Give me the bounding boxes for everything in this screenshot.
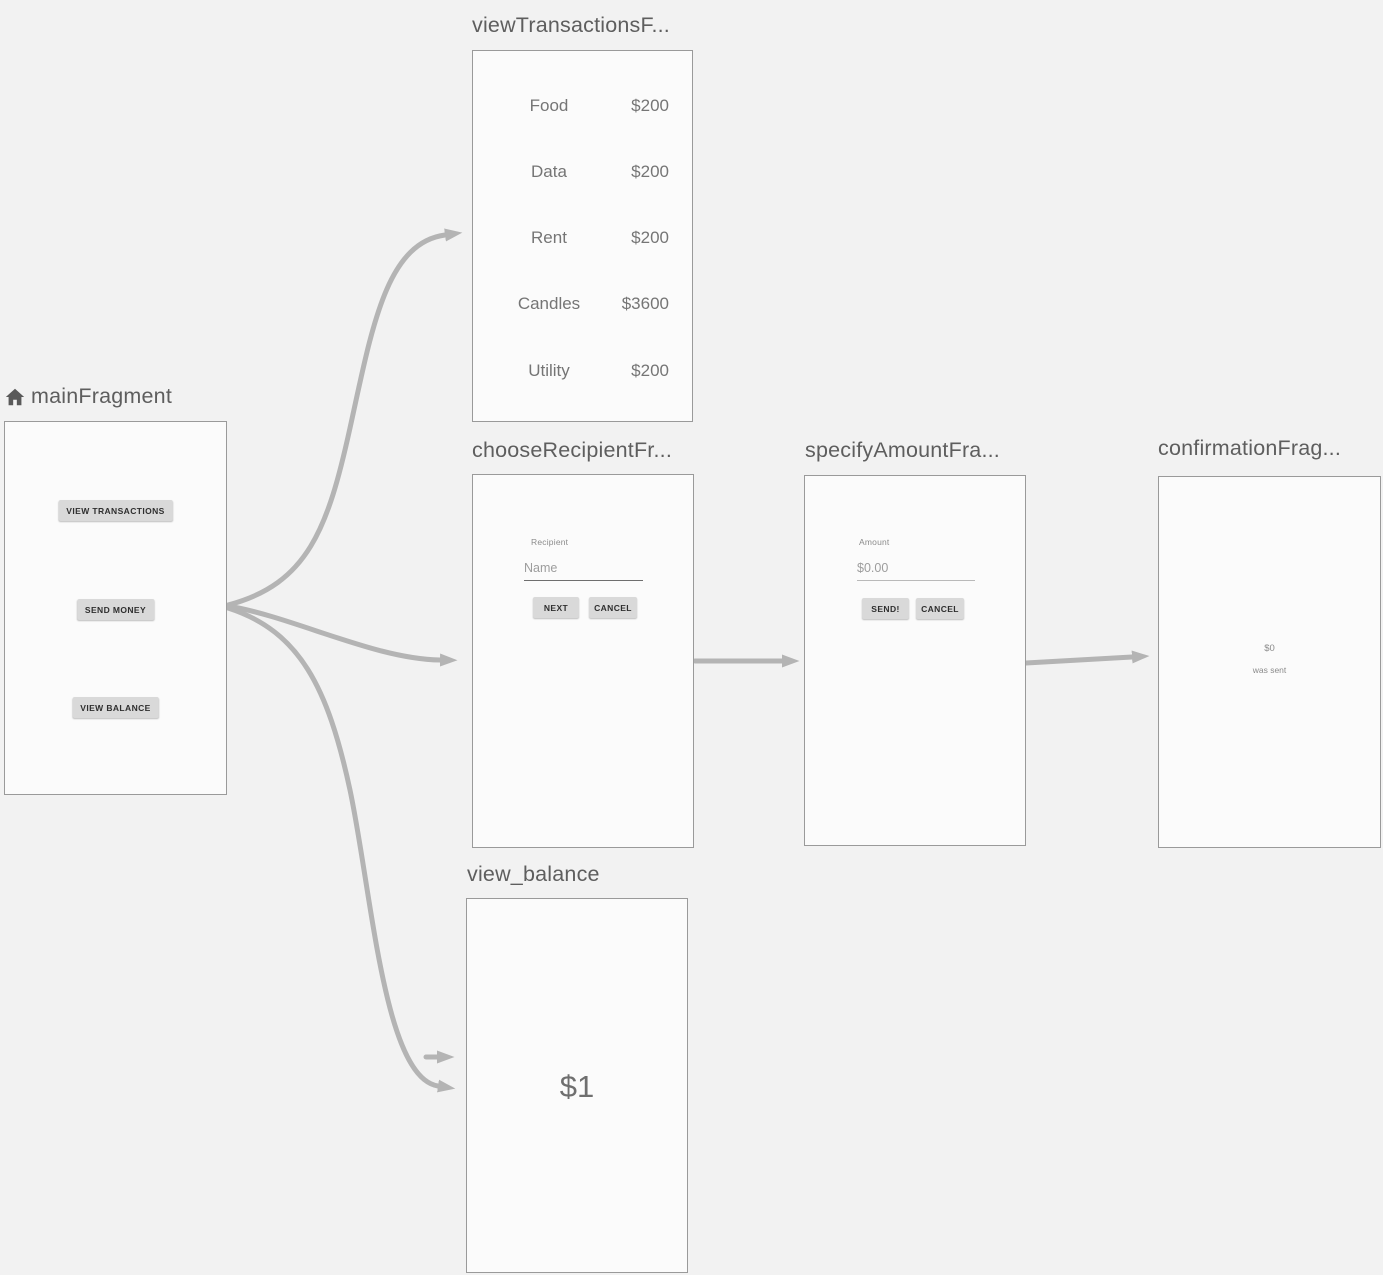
action-arrow-main-to-view-transactions[interactable] bbox=[225, 228, 463, 608]
transaction-name: Utility bbox=[528, 361, 570, 380]
transaction-name: Rent bbox=[531, 228, 567, 247]
fragment-title-specify-amount[interactable]: specifyAmountFra... bbox=[805, 438, 1000, 463]
transaction-amount: $200 bbox=[631, 162, 669, 181]
fragment-title-main[interactable]: mainFragment bbox=[4, 384, 172, 409]
transaction-row: Candles $3600 bbox=[473, 294, 692, 314]
fragment-title-label: specifyAmountFra... bbox=[805, 438, 1000, 462]
transaction-row: Food $200 bbox=[473, 96, 692, 116]
fragment-choose-recipient[interactable]: Recipient Name NEXT CANCEL bbox=[472, 474, 694, 848]
fragment-title-label: mainFragment bbox=[31, 384, 173, 408]
transaction-amount: $3600 bbox=[621, 294, 669, 313]
fragment-title-confirmation[interactable]: confirmationFrag... bbox=[1158, 436, 1341, 461]
transaction-name: Candles bbox=[517, 294, 581, 313]
confirmation-amount-text: $0 bbox=[1264, 643, 1275, 654]
action-arrow-main-to-view-balance[interactable] bbox=[225, 605, 456, 1093]
balance-text: $1 bbox=[559, 1069, 595, 1104]
fragment-title-choose-recipient[interactable]: chooseRecipientFr... bbox=[472, 438, 672, 463]
recipient-input-underline bbox=[524, 580, 643, 581]
fragment-title-view-balance[interactable]: view_balance bbox=[467, 862, 600, 887]
transaction-row: Data $200 bbox=[473, 162, 692, 182]
fragment-title-label: confirmationFrag... bbox=[1158, 436, 1342, 460]
send-button: SEND! bbox=[862, 598, 909, 619]
action-arrow-specify-amount-to-confirmation[interactable] bbox=[1023, 650, 1150, 666]
recipient-field-label: Recipient bbox=[531, 537, 569, 547]
transaction-name: Food bbox=[529, 96, 569, 115]
cancel-button: CANCEL bbox=[916, 598, 964, 619]
transaction-row: Utility $200 bbox=[473, 361, 692, 381]
fragment-confirmation[interactable]: $0 was sent bbox=[1158, 476, 1381, 848]
amount-input: $0.00 bbox=[857, 561, 889, 575]
send-money-button: SEND MONEY bbox=[76, 599, 155, 620]
fragment-main[interactable]: VIEW TRANSACTIONS SEND MONEY VIEW BALANC… bbox=[4, 421, 227, 795]
fragment-title-label: viewTransactionsF... bbox=[472, 13, 670, 37]
transaction-name: Data bbox=[531, 162, 567, 181]
amount-field-label: Amount bbox=[859, 537, 890, 547]
cancel-button: CANCEL bbox=[589, 597, 637, 618]
fragment-view-balance[interactable]: $1 bbox=[466, 898, 688, 1273]
fragment-view-transactions[interactable]: Food $200 Data $200 Rent $200 Candles $3… bbox=[472, 50, 693, 422]
home-icon bbox=[4, 386, 26, 408]
transaction-amount: $200 bbox=[631, 96, 669, 115]
view-balance-button: VIEW BALANCE bbox=[72, 697, 159, 718]
fragment-title-label: chooseRecipientFr... bbox=[472, 438, 672, 462]
confirmation-message-text: was sent bbox=[1252, 665, 1287, 675]
view-transactions-button: VIEW TRANSACTIONS bbox=[58, 500, 173, 521]
action-arrow-main-to-choose-recipient[interactable] bbox=[225, 603, 458, 667]
transaction-amount: $200 bbox=[631, 361, 669, 380]
recipient-name-input: Name bbox=[524, 561, 558, 575]
transaction-row: Rent $200 bbox=[473, 228, 692, 248]
fragment-specify-amount[interactable]: Amount $0.00 SEND! CANCEL bbox=[804, 475, 1026, 846]
fragment-title-view-transactions[interactable]: viewTransactionsF... bbox=[472, 13, 670, 38]
next-button: NEXT bbox=[533, 597, 579, 618]
amount-input-underline bbox=[857, 580, 975, 581]
transaction-amount: $200 bbox=[631, 228, 669, 247]
fragment-title-label: view_balance bbox=[467, 862, 600, 886]
